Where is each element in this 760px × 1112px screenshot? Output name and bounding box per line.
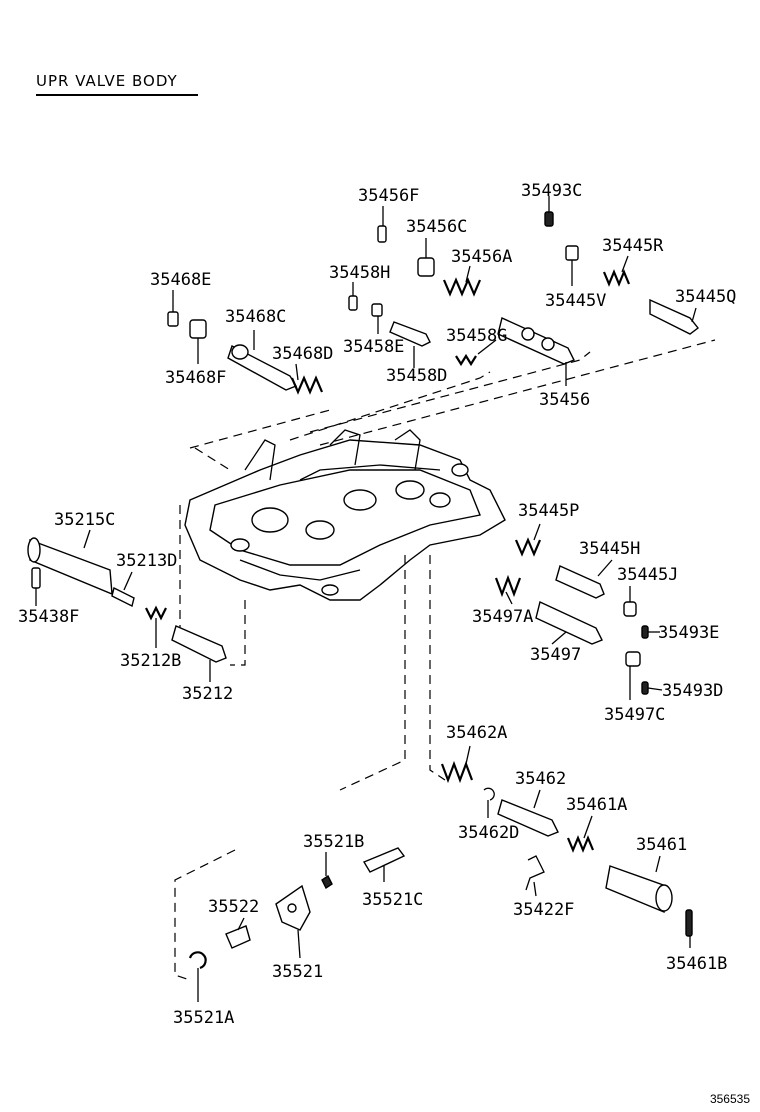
label-35462D: 35462D [458,823,520,843]
label-35462A: 35462A [446,723,508,743]
label-35493D: 35493D [662,681,724,701]
label-35497A: 35497A [472,607,534,627]
label-35445H: 35445H [579,539,641,559]
label-35215C: 35215C [54,510,116,530]
label-35456: 35456 [539,390,591,410]
label-35521B: 35521B [303,832,365,852]
label-35521: 35521 [272,962,324,982]
diagram-title: UPR VALVE BODY [36,72,178,90]
component-shapes [27,211,699,970]
assembly-guides [174,339,716,981]
label-35456C: 35456C [406,217,468,237]
label-35456A: 35456A [451,247,513,267]
label-35468E: 35468E [150,270,212,290]
label-35493C: 35493C [521,181,583,201]
label-35468D: 35468D [272,344,334,364]
label-35445J: 35445J [617,565,679,585]
label-35445P: 35445P [518,501,580,521]
label-35438F: 35438F [18,607,80,627]
label-35497: 35497 [530,645,582,665]
label-35212: 35212 [182,684,234,704]
label-35456F: 35456F [358,186,420,206]
label-35493E: 35493E [658,623,720,643]
label-35445V: 35445V [545,291,607,311]
label-35458H: 35458H [329,263,391,283]
label-35422F: 35422F [513,900,575,920]
label-35458E: 35458E [343,337,405,357]
leader-lines [35,196,697,1002]
label-35461A: 35461A [566,795,628,815]
label-35497C: 35497C [604,705,666,725]
label-35521C: 35521C [362,890,424,910]
title-underline [36,94,198,96]
label-35468F: 35468F [165,368,227,388]
label-35461B: 35461B [666,954,728,974]
label-35445R: 35445R [602,236,664,256]
label-35461: 35461 [636,835,688,855]
label-35521A: 35521A [173,1008,235,1028]
label-35458G: 35458G [446,326,508,346]
label-35212B: 35212B [120,651,182,671]
label-35458D: 35458D [386,366,448,386]
label-35522: 35522 [208,897,260,917]
label-35468C: 35468C [225,307,287,327]
image-id: 356535 [709,1092,750,1106]
label-35462: 35462 [515,769,567,789]
label-35213D: 35213D [116,551,178,571]
valve-body-casting [184,429,506,601]
label-35445Q: 35445Q [675,287,737,307]
